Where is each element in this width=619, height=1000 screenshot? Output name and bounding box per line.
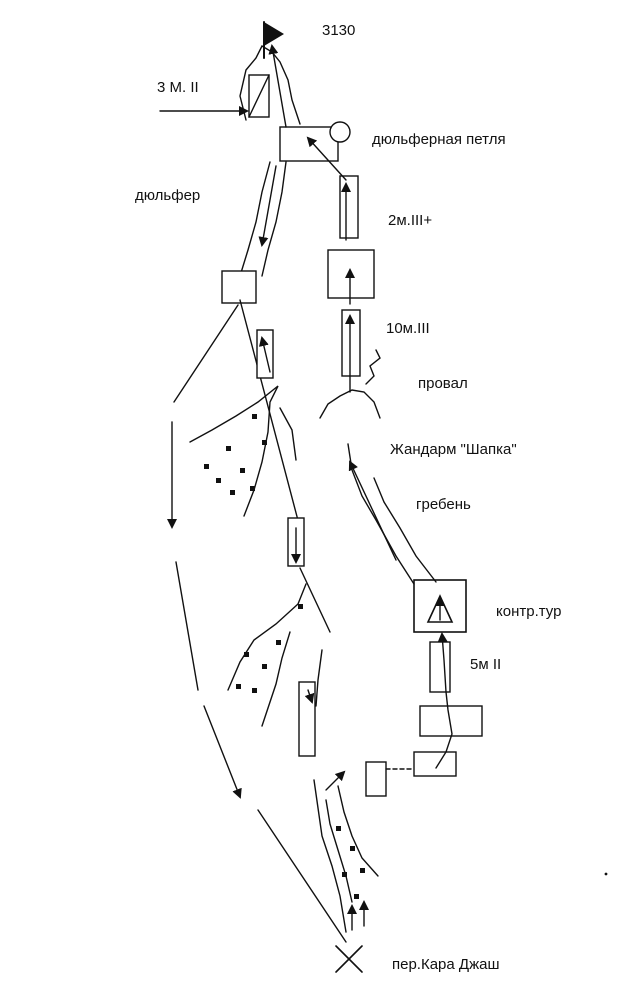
descent-arrow-5 [257, 809, 347, 943]
top-pitch-rect [248, 74, 270, 118]
rappel-loop-label: дюльферная петля [372, 131, 506, 148]
lower-couloir-right [337, 785, 379, 877]
pass-cross-icon [335, 945, 363, 973]
couloir-pitch-lower [298, 681, 316, 757]
summit-altitude-label: 3130 [322, 22, 356, 39]
rappel-rock-line-left [239, 161, 271, 277]
ridge-line-right [373, 477, 437, 583]
rappel-down-arrow [258, 165, 277, 247]
middle-scree-outline [227, 583, 307, 691]
couloir-line-upper [239, 299, 301, 529]
scree-dots-middle [236, 604, 303, 693]
top-pitch-label: 3 М. II [157, 79, 199, 96]
middle-pitch-label: 10м.III [386, 320, 430, 337]
gap-label: провал [418, 375, 468, 392]
rappel-station-box [279, 126, 339, 162]
traverse-arrow [325, 770, 346, 791]
descent-arrow-3 [175, 561, 199, 691]
summit-rock-outline [239, 45, 301, 125]
descent-arrow-4 [203, 705, 242, 799]
lower-couloir-inner [325, 799, 353, 903]
speck-mark [604, 872, 608, 876]
pass-label: пер.Кара Джаш [392, 956, 500, 973]
middle-scree-inner [261, 631, 291, 727]
control-cairn-label: контр.тур [496, 603, 562, 620]
upper-scree-outline [189, 385, 279, 517]
rappel-rock-line-right [261, 161, 287, 277]
descent-arrow-1 [173, 304, 239, 403]
left-station-box [221, 270, 257, 304]
lower-station-box [413, 751, 457, 777]
square-station-box [327, 249, 375, 299]
gendarme-label: Жандарм "Шапка" [390, 441, 517, 458]
couloir-pitch-lower-arrow [304, 689, 315, 704]
rappel-loop-circle [329, 121, 351, 143]
couloir-line-middle [299, 567, 331, 633]
ridge-line-left [347, 443, 415, 585]
upper-pitch-rect [339, 175, 359, 239]
couloir-pitch-upper-arrow [258, 336, 271, 373]
scree-dots-lower [336, 826, 365, 899]
station-to-summit-arrow [268, 44, 287, 128]
upper-pitch-label: 2м.III+ [388, 212, 433, 229]
ridge-label: гребень [416, 496, 471, 513]
upper-scree-right-edge [279, 407, 297, 461]
right-ascent-line [435, 632, 453, 769]
couloir-pitch-upper [256, 329, 274, 379]
to-rappel-loop-arrow [306, 136, 347, 181]
control-cairn-box [413, 579, 467, 633]
gap-squiggle [365, 349, 381, 385]
ridge-up-arrow [348, 460, 397, 561]
middle-pitch-rect [341, 309, 361, 377]
lower-pitch-rect [429, 641, 451, 693]
summit-flag-icon [263, 21, 284, 59]
rappel-label: дюльфер [135, 187, 201, 204]
gap-outline [319, 389, 381, 419]
middle-scree-right [315, 649, 323, 707]
scree-dots-upper [204, 414, 267, 495]
lower-small-box [365, 761, 387, 797]
lower-pitch-label: 5м II [470, 656, 502, 673]
lower-couloir-left [313, 779, 347, 933]
